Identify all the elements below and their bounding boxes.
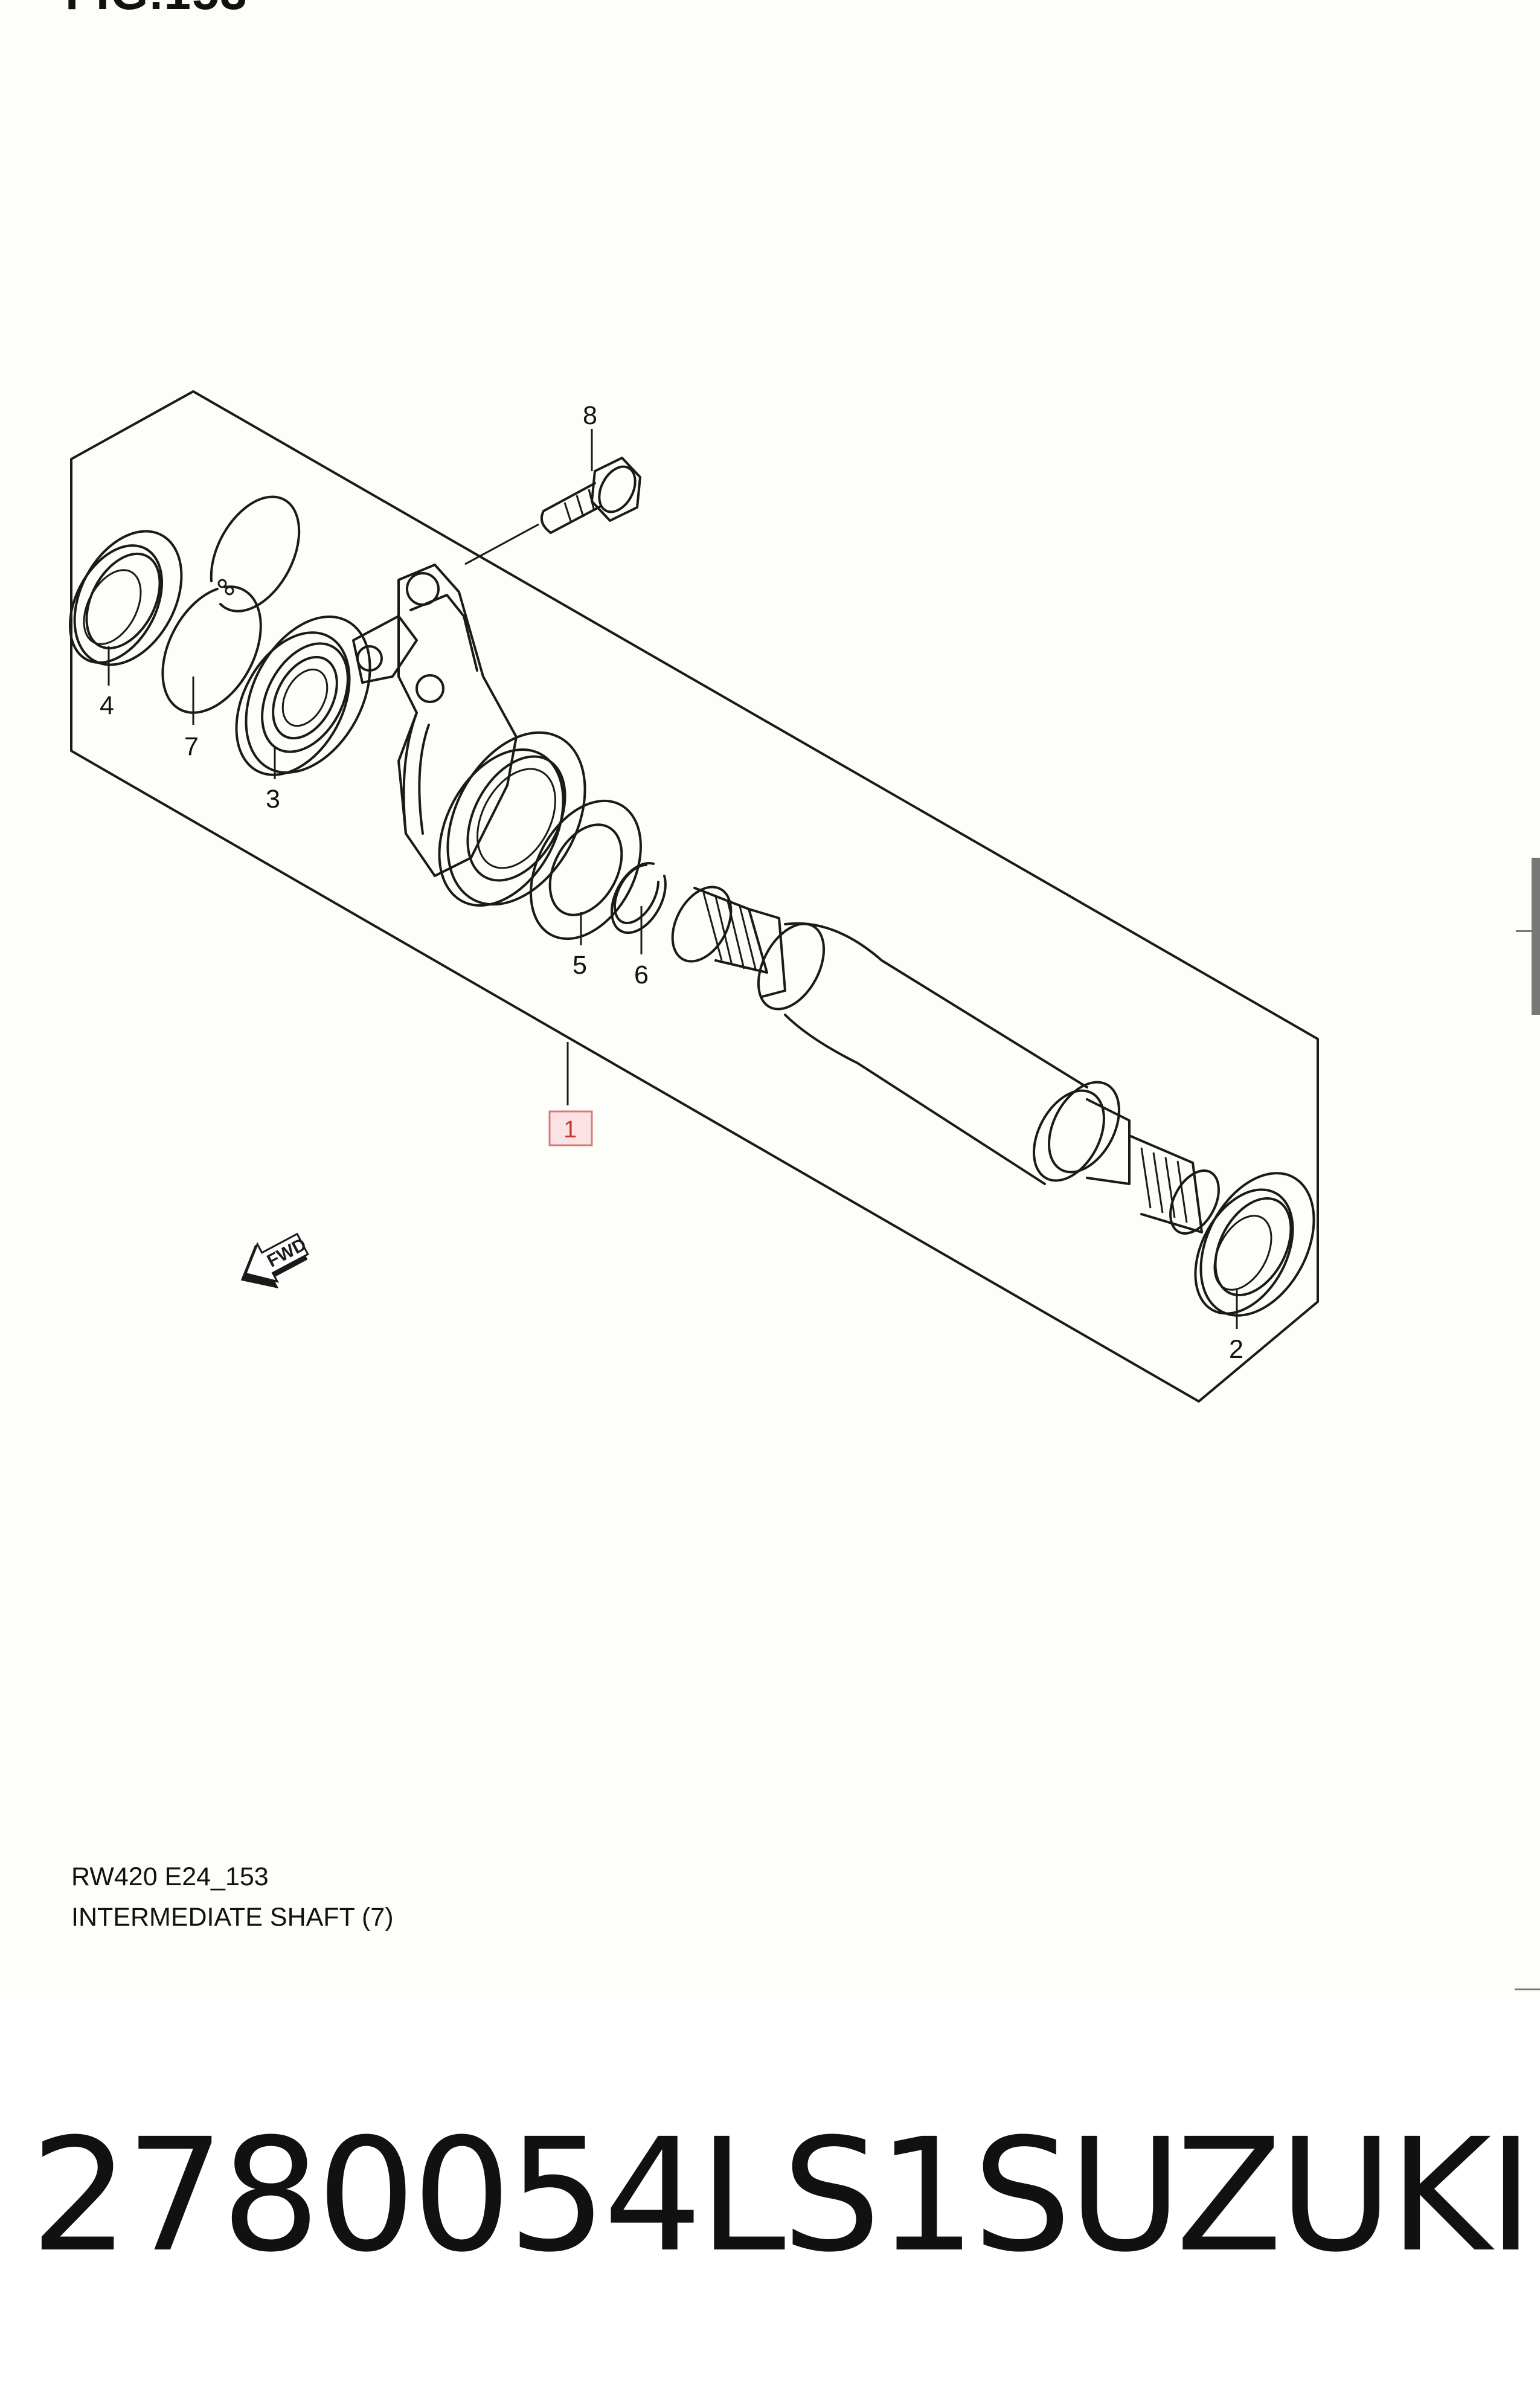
- edge-mark-bottom: [1515, 1989, 1540, 1990]
- washer-5: [530, 799, 642, 940]
- oil-seal-2: [1194, 1172, 1315, 1317]
- intermediate-shaft-1: [671, 886, 1220, 1235]
- fwd-arrow-icon: FWD: [240, 1232, 310, 1289]
- assembly-outline: [70, 390, 1319, 1403]
- snap-ring-6: [611, 862, 667, 934]
- part-number: 2780054LS1: [30, 2105, 977, 2286]
- bearing-3: [235, 616, 371, 776]
- callout-1[interactable]: 1: [563, 1116, 577, 1143]
- diagram-sheet: FIG.153: [65, 0, 1540, 1932]
- edge-mark-right-tick: [1516, 930, 1540, 932]
- circlip-7: [161, 495, 301, 714]
- brand-name: SUZUKI: [972, 2105, 1534, 2286]
- shaft-bracket: [352, 564, 586, 907]
- exploded-view-diagram: 8 4 7 3 5 6 2 1 FWD: [68, 390, 1319, 1403]
- figure-title: FIG.153: [65, 0, 248, 21]
- callout-6: 6: [634, 960, 649, 989]
- figure-code: RW420 E24_153: [71, 1862, 269, 1891]
- callout-3: 3: [266, 785, 280, 814]
- callout-5: 5: [573, 951, 587, 980]
- leader-lines: [107, 429, 1238, 1329]
- callout-8: 8: [583, 401, 597, 430]
- bolt-8: [464, 457, 641, 565]
- oil-seal-4: [68, 530, 183, 666]
- callout-1-highlight[interactable]: 1: [548, 1110, 593, 1146]
- figure-name: INTERMEDIATE SHAFT (7): [71, 1903, 394, 1932]
- part-number-row: 2780054LS1 SUZUKI: [30, 2105, 1534, 2286]
- callout-7: 7: [184, 732, 199, 761]
- edge-mark-right: [1532, 858, 1540, 1015]
- callout-2: 2: [1229, 1335, 1243, 1364]
- callout-4: 4: [100, 691, 114, 720]
